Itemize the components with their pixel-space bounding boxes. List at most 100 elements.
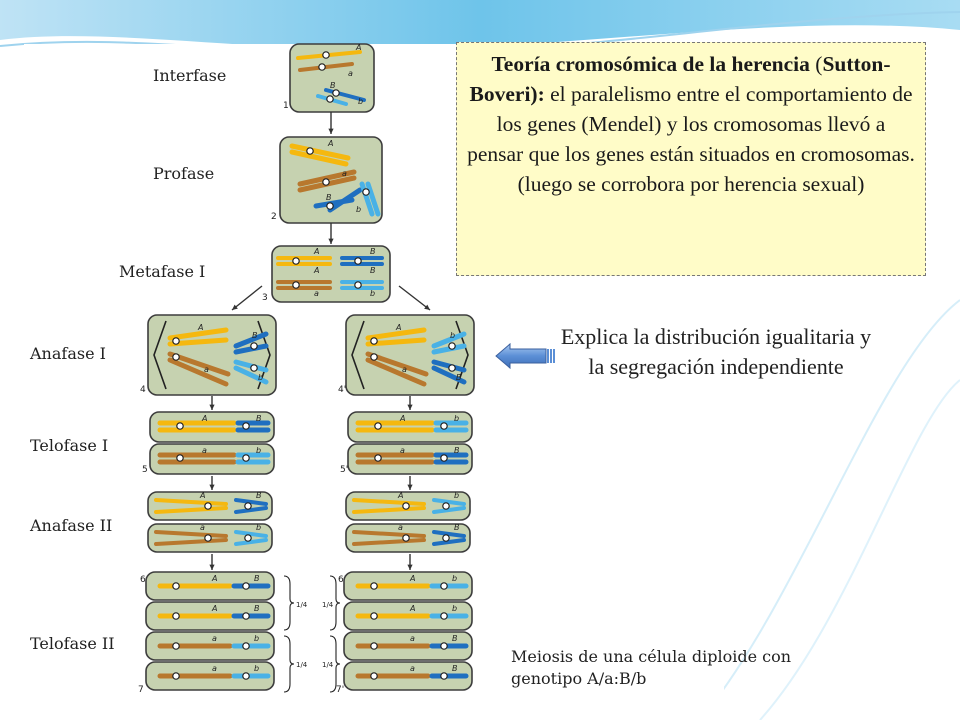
chromosome — [365, 181, 381, 217]
allele-label: A — [409, 574, 415, 583]
allele-label: a — [410, 664, 415, 673]
chromosome — [352, 530, 426, 538]
chromosome — [154, 530, 228, 538]
chromosome — [365, 357, 427, 387]
allele-label: B — [452, 664, 458, 673]
allele-label: a — [200, 523, 205, 532]
arrow-head — [424, 304, 430, 310]
chromosome — [432, 530, 466, 538]
arrow-head — [209, 484, 215, 490]
stage-label-interfase: Interfase — [153, 66, 227, 85]
centromere — [442, 534, 450, 542]
allele-label: a — [202, 446, 207, 455]
chromosome — [233, 365, 269, 385]
figure-number: 1 — [283, 101, 289, 111]
chromosome — [298, 62, 354, 72]
centromere — [440, 422, 448, 430]
allele-label: A — [397, 491, 403, 500]
centromere — [354, 257, 362, 265]
fraction-label: 1/4 — [322, 661, 334, 669]
chromosome — [234, 506, 268, 514]
chromosome — [352, 538, 426, 546]
figure-number: 5 — [142, 465, 148, 475]
chromosome — [324, 88, 366, 102]
chromosome — [352, 498, 426, 506]
centromere — [242, 672, 250, 680]
chromosome — [327, 187, 363, 213]
cell — [345, 314, 475, 396]
allele-label: B — [454, 523, 460, 532]
centromere — [440, 672, 448, 680]
allele-label: a — [400, 446, 405, 455]
centromere — [204, 534, 212, 542]
chromosome — [154, 538, 228, 546]
centromere — [306, 147, 314, 155]
centromere — [172, 672, 180, 680]
arrow-head — [407, 564, 413, 570]
centromere — [322, 51, 330, 59]
allele-label: a — [212, 664, 217, 673]
centromere — [402, 534, 410, 542]
allele-label: A — [409, 604, 415, 613]
centromere — [242, 422, 250, 430]
figure-number: 7 — [138, 685, 144, 695]
allele-label: B — [254, 604, 260, 613]
arrow-line — [398, 285, 431, 311]
allele-label: A — [211, 574, 217, 583]
centromere — [370, 582, 378, 590]
centromere — [332, 89, 340, 97]
centromere — [292, 281, 300, 289]
centromere — [370, 642, 378, 650]
allele-label: a — [204, 365, 209, 374]
fraction-label: 1/4 — [322, 601, 334, 609]
chromosome — [297, 169, 357, 187]
allele-label: B — [326, 193, 332, 202]
centromere — [242, 582, 250, 590]
centromere — [448, 364, 456, 372]
brace — [283, 575, 295, 631]
centromere — [244, 534, 252, 542]
allele-label: b — [258, 373, 263, 382]
theory-box: Teoría cromosómica de la herencia (Sutto… — [456, 42, 926, 276]
cell — [149, 411, 275, 443]
figure-number: 6 — [140, 575, 146, 585]
chromosome — [432, 498, 466, 506]
arrow-head — [209, 404, 215, 410]
allele-label: B — [256, 491, 262, 500]
centromere — [440, 454, 448, 462]
allele-label: A — [313, 247, 319, 256]
centromere — [370, 612, 378, 620]
chromosome — [167, 327, 229, 341]
theory-body: el paralelismo entre el comportamiento d… — [467, 82, 915, 196]
centromere — [322, 178, 330, 186]
centromere — [326, 202, 334, 210]
chromosome — [432, 538, 466, 546]
figure-number: 4 — [140, 385, 146, 395]
stage-label-anafase-1: Anafase I — [30, 344, 106, 363]
allele-label: A — [199, 491, 205, 500]
right-swirl-2 — [759, 379, 960, 720]
centromere — [402, 502, 410, 510]
arrow-head — [407, 484, 413, 490]
centromere — [448, 342, 456, 350]
allele-label: A — [201, 414, 207, 423]
chromosome — [431, 365, 467, 385]
centromere — [172, 612, 180, 620]
centromere — [172, 642, 180, 650]
centromere — [370, 672, 378, 680]
centromere — [250, 342, 258, 350]
brace — [283, 635, 295, 693]
centromere — [250, 364, 258, 372]
chromosome — [234, 498, 268, 506]
centromere — [370, 353, 378, 361]
chromosome — [289, 149, 349, 167]
arrow-head — [232, 304, 238, 310]
chromosome — [154, 498, 228, 506]
centromere — [176, 422, 184, 430]
allele-label: A — [395, 323, 401, 332]
allele-label: B — [252, 331, 258, 340]
arrow-head — [407, 404, 413, 410]
allele-label: B — [254, 574, 260, 583]
chromosome — [233, 331, 269, 349]
fraction-label: 1/4 — [296, 661, 308, 669]
